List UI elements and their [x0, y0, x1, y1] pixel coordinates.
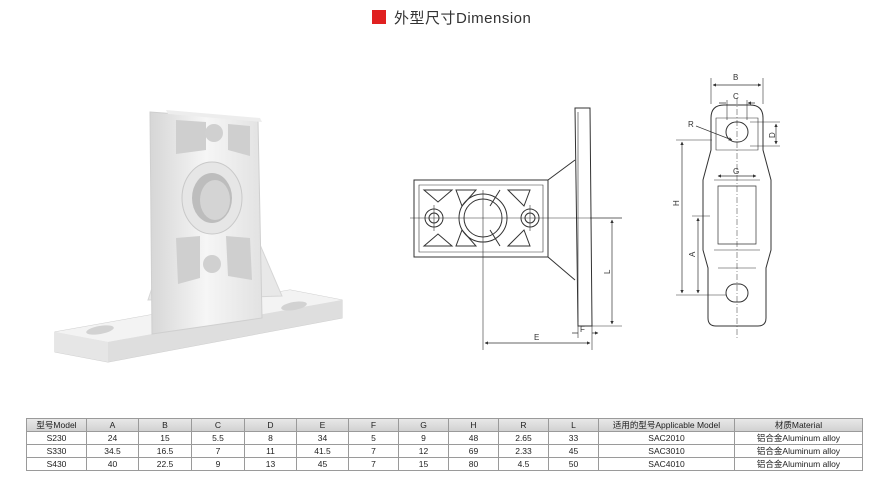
- column-header: R: [498, 418, 549, 432]
- column-header: B: [138, 418, 192, 432]
- table-cell: 9: [398, 431, 449, 445]
- table-cell: 48: [448, 431, 499, 445]
- table-cell: 50: [548, 457, 599, 471]
- table-header-row: 型号Model A B C D E F G H R L 适用的型号Applica…: [26, 418, 863, 432]
- column-header: G: [398, 418, 449, 432]
- column-header: E: [296, 418, 349, 432]
- dim-label-g: G: [733, 167, 739, 176]
- table-cell: 2.65: [498, 431, 549, 445]
- column-header: C: [191, 418, 245, 432]
- table-cell: SAC4010: [598, 457, 735, 471]
- table-cell: 15: [138, 431, 192, 445]
- column-header: D: [244, 418, 297, 432]
- table-cell: 铝合金Aluminum alloy: [734, 457, 863, 471]
- table-cell: SAC2010: [598, 431, 735, 445]
- table-cell: 45: [296, 457, 349, 471]
- column-header: L: [548, 418, 599, 432]
- table-cell: 33: [548, 431, 599, 445]
- table-row: S430 40 22.5 9 13 45 7 15 80 4.5 50 SAC4…: [26, 457, 863, 471]
- table-cell: 69: [448, 444, 499, 458]
- table-cell: 5.5: [191, 431, 245, 445]
- dim-label-a: A: [688, 251, 697, 257]
- dim-label-h: H: [672, 200, 681, 206]
- table-cell: 铝合金Aluminum alloy: [734, 444, 863, 458]
- column-header: 材质Material: [734, 418, 863, 432]
- dim-label-f: F: [580, 325, 585, 334]
- table-cell: 80: [448, 457, 499, 471]
- column-header: 型号Model: [26, 418, 87, 432]
- table-cell: 12: [398, 444, 449, 458]
- table-cell: 铝合金Aluminum alloy: [734, 431, 863, 445]
- table-cell: 8: [244, 431, 297, 445]
- drawing-canvas: E F L B C R D G H A: [54, 73, 780, 363]
- table-cell: 13: [244, 457, 297, 471]
- table-cell: 45: [548, 444, 599, 458]
- table-cell: 41.5: [296, 444, 349, 458]
- table-cell: 22.5: [138, 457, 192, 471]
- table-cell: S230: [26, 431, 87, 445]
- table-cell: SAC3010: [598, 444, 735, 458]
- table-cell: 5: [348, 431, 399, 445]
- table-cell: S330: [26, 444, 87, 458]
- dim-label-e: E: [534, 333, 539, 342]
- spec-table: 型号Model A B C D E F G H R L 适用的型号Applica…: [26, 418, 863, 471]
- dim-label-r: R: [688, 120, 694, 129]
- table-cell: 40: [86, 457, 139, 471]
- table-cell: 7: [191, 444, 245, 458]
- table-cell: 16.5: [138, 444, 192, 458]
- table-row: S230 24 15 5.5 8 34 5 9 48 2.65 33 SAC20…: [26, 431, 863, 445]
- table-cell: 24: [86, 431, 139, 445]
- table-cell: S430: [26, 457, 87, 471]
- dim-label-l: L: [603, 269, 612, 274]
- red-square-icon: [372, 10, 386, 24]
- table-cell: 11: [244, 444, 297, 458]
- table-cell: 7: [348, 457, 399, 471]
- table-cell: 4.5: [498, 457, 549, 471]
- dim-label-d: D: [768, 132, 777, 138]
- dim-label-c: C: [733, 92, 739, 101]
- bracket-photo: [54, 110, 343, 363]
- table-cell: 9: [191, 457, 245, 471]
- page-title: 外型尺寸Dimension: [372, 6, 531, 28]
- table-cell: 2.33: [498, 444, 549, 458]
- table-cell: 7: [348, 444, 399, 458]
- column-header: H: [448, 418, 499, 432]
- column-header: F: [348, 418, 399, 432]
- title-text: 外型尺寸Dimension: [394, 9, 532, 27]
- column-header: A: [86, 418, 139, 432]
- table-cell: 34: [296, 431, 349, 445]
- table-cell: 15: [398, 457, 449, 471]
- column-header: 适用的型号Applicable Model: [598, 418, 735, 432]
- side-view-drawing: [676, 78, 780, 340]
- table-cell: 34.5: [86, 444, 139, 458]
- front-view-drawing: [410, 107, 622, 350]
- dim-label-b: B: [733, 73, 738, 82]
- table-row: S330 34.5 16.5 7 11 41.5 7 12 69 2.33 45…: [26, 444, 863, 458]
